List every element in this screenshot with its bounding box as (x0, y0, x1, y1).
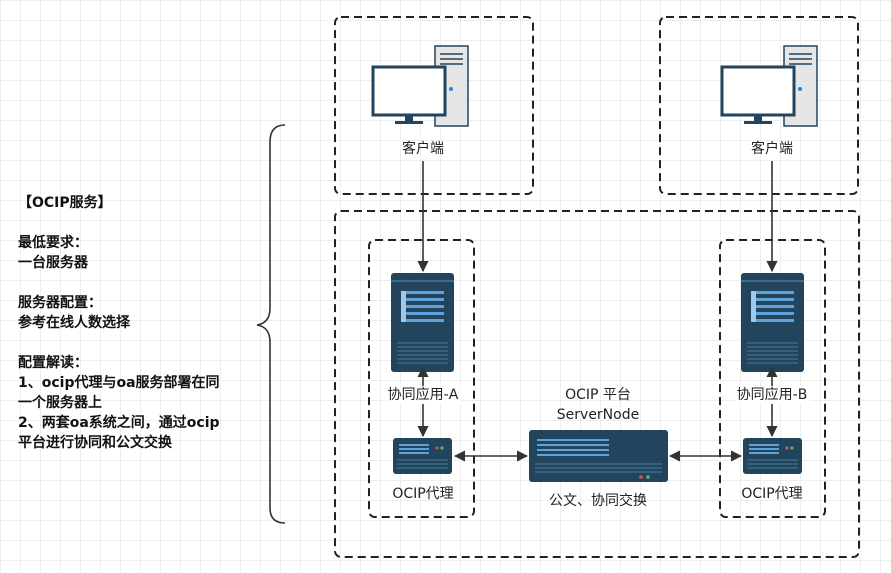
wide-server-icon (529, 430, 668, 482)
node-a-box (368, 239, 475, 518)
platform-caption: 公文、协同交换 (549, 493, 647, 509)
curly-brace (256, 124, 286, 524)
notes-spacer (18, 333, 220, 353)
notes-spacer (18, 213, 220, 233)
client-right-box (659, 16, 859, 195)
notes-explain-2b: 平台进行协同和公文交换 (18, 435, 172, 451)
proxy-left-label: OCIP代理 (392, 486, 454, 502)
app-b-label: 协同应用-B (734, 386, 810, 404)
notes-explain-1a: 1、ocip代理与oa服务部署在同 (18, 375, 220, 391)
server-area-box (334, 210, 860, 558)
notes-explain-1b: 一个服务器上 (18, 395, 102, 411)
notes-panel: 【OCIP服务】 最低要求： 一台服务器 服务器配置： 参考在线人数选择 配置解… (18, 193, 220, 453)
app-a-label: 协同应用-A (385, 386, 461, 404)
notes-explain-2a: 2、两套oa系统之间，通过ocip (18, 415, 220, 431)
desktop-computer-icon (720, 45, 818, 127)
small-server-icon (743, 438, 802, 474)
notes-req-heading: 最低要求： (18, 235, 88, 251)
notes-config-heading: 服务器配置： (18, 295, 102, 311)
client-left-box (334, 16, 534, 195)
client-right-label: 客户端 (751, 141, 793, 157)
notes-spacer (18, 273, 220, 293)
notes-explain-heading: 配置解读： (18, 355, 88, 371)
notes-config-value: 参考在线人数选择 (18, 315, 130, 331)
notes-req-value: 一台服务器 (18, 255, 88, 271)
proxy-right-label: OCIP代理 (741, 486, 803, 502)
rack-server-icon (741, 273, 804, 372)
client-left-label: 客户端 (402, 141, 444, 157)
notes-title: 【OCIP服务】 (18, 195, 112, 211)
platform-title-line2: ServerNode (556, 407, 640, 423)
rack-server-icon (391, 273, 454, 372)
small-server-icon (393, 438, 452, 474)
desktop-computer-icon (371, 45, 469, 127)
platform-title-line1: OCIP 平台 (565, 387, 631, 403)
